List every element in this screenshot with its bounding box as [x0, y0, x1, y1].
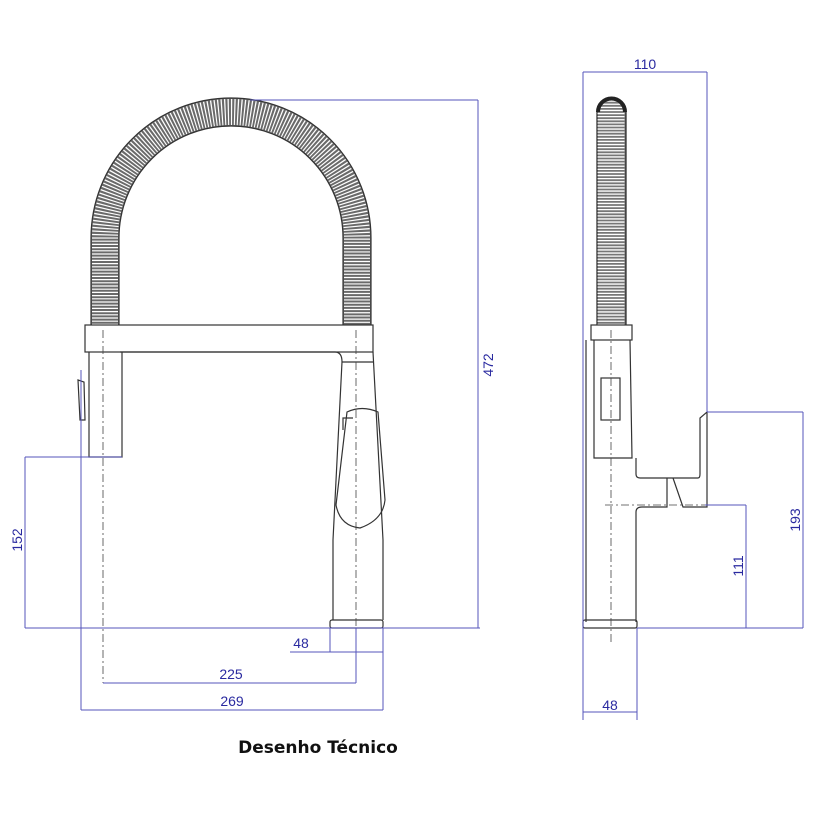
- front-dimensions: 472 152 48 225 269: [9, 99, 496, 711]
- dim-reach: 225: [219, 666, 243, 682]
- dim-total-width: 269: [220, 693, 244, 709]
- hose-arch: [90, 97, 372, 325]
- dim-lever-height: 193: [787, 508, 803, 532]
- dim-handle-height: 152: [9, 528, 25, 552]
- spout-body: [77, 324, 386, 683]
- dim-base-diameter-front: 48: [293, 635, 309, 651]
- side-hose: [596, 96, 627, 325]
- drawing-caption: Desenho Técnico: [238, 738, 398, 758]
- dim-spout-axis-height: 111: [730, 555, 746, 576]
- front-view: 472 152 48 225 269: [9, 97, 496, 711]
- dim-total-height: 472: [480, 353, 496, 377]
- dim-base-diameter-side: 48: [602, 697, 618, 713]
- side-body: [582, 324, 710, 645]
- side-dimensions: 110 193 111 48: [582, 56, 804, 720]
- side-view: 110 193 111 48: [582, 56, 804, 720]
- dim-depth: 110: [634, 56, 657, 72]
